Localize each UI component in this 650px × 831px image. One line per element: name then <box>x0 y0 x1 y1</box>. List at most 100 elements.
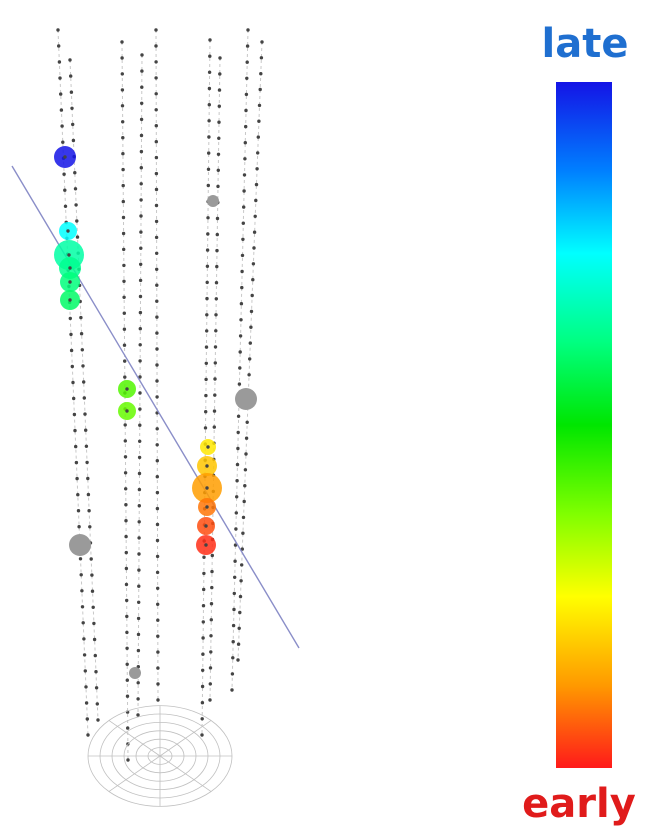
optical-module <box>213 377 217 381</box>
optical-module <box>155 331 159 335</box>
optical-module <box>242 173 247 177</box>
optical-module <box>204 393 208 398</box>
optical-module <box>212 425 216 429</box>
colorbar-late-label: late <box>541 21 629 67</box>
optical-module <box>93 653 98 658</box>
optical-module <box>155 443 159 447</box>
optical-module <box>139 246 143 250</box>
optical-module <box>123 359 127 363</box>
optical-module <box>92 637 97 642</box>
optical-module <box>139 182 143 186</box>
optical-module <box>207 119 211 123</box>
optical-module <box>136 681 140 685</box>
optical-module <box>155 347 159 351</box>
optical-module <box>213 361 217 365</box>
optical-module <box>255 167 259 171</box>
base-spoke <box>159 755 212 792</box>
optical-module <box>217 88 222 92</box>
optical-module <box>155 267 159 271</box>
optical-module <box>155 299 159 303</box>
optical-module <box>124 519 128 523</box>
optical-module <box>154 44 158 48</box>
optical-module <box>204 410 208 414</box>
optical-module <box>239 318 243 322</box>
optical-module <box>235 479 239 483</box>
optical-module <box>238 366 242 370</box>
optical-module <box>122 343 127 347</box>
hit-module-dot <box>206 445 210 449</box>
optical-module <box>124 582 129 587</box>
optical-module <box>242 189 246 193</box>
optical-module <box>242 499 246 504</box>
optical-module <box>84 701 89 705</box>
optical-module <box>77 525 81 529</box>
optical-module <box>124 487 128 491</box>
optical-module <box>208 54 212 58</box>
optical-module <box>215 248 219 253</box>
optical-module <box>200 684 205 689</box>
optical-module <box>202 571 206 576</box>
optical-module <box>204 361 208 365</box>
optical-module <box>136 697 140 701</box>
optical-module <box>244 452 248 456</box>
optical-module <box>74 444 78 449</box>
optical-module <box>121 120 125 124</box>
optical-module <box>125 614 129 619</box>
optical-module <box>237 626 241 630</box>
optical-module <box>70 364 75 369</box>
optical-module <box>259 56 264 60</box>
optical-module <box>241 515 246 520</box>
optical-module <box>257 103 262 108</box>
optical-module <box>217 136 221 140</box>
optical-module <box>231 640 235 644</box>
optical-module <box>137 520 141 524</box>
hit-module-dot <box>205 464 209 468</box>
optical-module <box>139 117 144 122</box>
optical-module <box>124 566 129 571</box>
optical-module <box>59 92 63 96</box>
optical-module <box>206 183 210 188</box>
noise-hit <box>129 667 141 679</box>
optical-module <box>136 713 140 717</box>
optical-module <box>207 135 211 139</box>
optical-module <box>154 203 159 208</box>
optical-module <box>83 412 87 416</box>
optical-module <box>250 293 254 298</box>
optical-module <box>79 573 83 577</box>
optical-module <box>243 157 247 161</box>
optical-module <box>205 296 209 301</box>
optical-module <box>90 573 94 577</box>
optical-module <box>83 669 88 673</box>
optical-module <box>69 332 73 337</box>
optical-module <box>140 101 144 106</box>
optical-module <box>123 439 128 443</box>
optical-module <box>79 315 83 320</box>
optical-module <box>209 634 213 638</box>
hit-module-dot <box>63 155 67 159</box>
optical-module <box>87 509 91 513</box>
base-spoke <box>108 720 161 757</box>
optical-module <box>216 168 220 172</box>
optical-module <box>120 40 124 44</box>
optical-module <box>205 280 209 285</box>
optical-module <box>125 694 130 698</box>
optical-module <box>245 420 249 424</box>
hit-module-dot <box>68 280 72 284</box>
optical-module <box>122 327 127 331</box>
optical-module <box>240 253 245 258</box>
optical-module <box>236 642 241 646</box>
optical-module <box>154 108 158 112</box>
optical-module <box>122 295 126 299</box>
optical-module <box>138 294 143 299</box>
optical-module <box>121 231 126 236</box>
optical-module <box>78 557 83 561</box>
optical-module <box>86 492 91 497</box>
optical-module <box>139 149 144 154</box>
optical-module <box>246 28 250 32</box>
optical-module <box>249 325 253 329</box>
optical-module <box>57 44 61 48</box>
optical-module <box>207 86 212 91</box>
detector-string <box>231 29 249 691</box>
optical-module <box>243 141 247 145</box>
optical-module <box>85 460 89 465</box>
